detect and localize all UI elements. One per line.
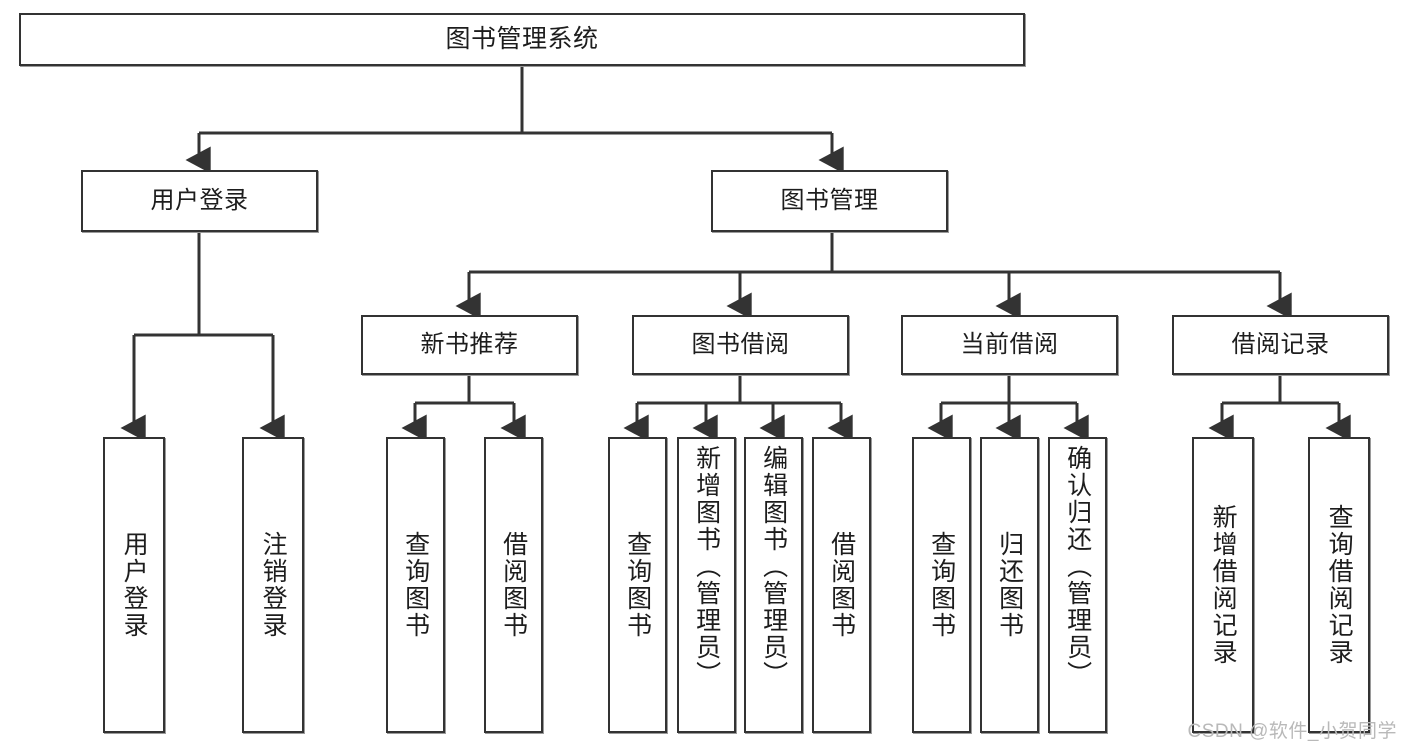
node-leaf-user-login-signin[interactable]: 用户登录 [103,437,165,733]
node-borrow-record[interactable]: 借阅记录 [1172,315,1389,375]
node-current-borrow-label: 当前借阅 [960,331,1059,359]
node-leaf-new-book-borrow[interactable]: 借阅图书 [484,437,543,733]
node-leaf-book-borrow-edit-label: 编辑图书（管理员） [759,445,788,688]
node-book-management[interactable]: 图书管理 [711,170,948,232]
node-leaf-book-borrow-add[interactable]: 新增图书（管理员） [677,437,736,733]
node-leaf-user-login-signout-label: 注销登录 [259,531,288,639]
node-leaf-user-login-signout[interactable]: 注销登录 [242,437,304,733]
node-leaf-book-borrow-add-label: 新增图书（管理员） [692,445,721,688]
node-leaf-current-borrow-query[interactable]: 查询图书 [912,437,971,733]
node-root-system[interactable]: 图书管理系统 [19,13,1025,66]
node-leaf-book-borrow-lend-label: 借阅图书 [827,531,856,639]
node-current-borrow[interactable]: 当前借阅 [901,315,1118,375]
node-leaf-book-borrow-lend[interactable]: 借阅图书 [812,437,871,733]
node-book-borrow[interactable]: 图书借阅 [632,315,849,375]
node-user-login[interactable]: 用户登录 [81,170,318,232]
node-leaf-current-borrow-return-label: 归还图书 [995,531,1024,639]
node-leaf-book-borrow-query-label: 查询图书 [623,531,652,639]
node-new-book-recommend[interactable]: 新书推荐 [361,315,578,375]
node-leaf-current-borrow-return[interactable]: 归还图书 [980,437,1039,733]
node-user-login-label: 用户登录 [150,187,249,215]
node-leaf-book-borrow-query[interactable]: 查询图书 [608,437,667,733]
node-root-system-label: 图书管理系统 [445,25,599,54]
node-leaf-user-login-signin-label: 用户登录 [120,531,149,639]
node-leaf-book-borrow-edit[interactable]: 编辑图书（管理员） [744,437,803,733]
node-leaf-borrow-record-add[interactable]: 新增借阅记录 [1192,437,1254,733]
node-leaf-borrow-record-query[interactable]: 查询借阅记录 [1308,437,1370,733]
node-leaf-new-book-query-label: 查询图书 [401,531,430,639]
node-leaf-new-book-query[interactable]: 查询图书 [386,437,445,733]
node-book-borrow-label: 图书借阅 [691,331,790,359]
node-book-management-label: 图书管理 [780,187,879,215]
node-leaf-current-borrow-query-label: 查询图书 [927,531,956,639]
node-borrow-record-label: 借阅记录 [1231,331,1330,359]
node-leaf-current-borrow-confirm[interactable]: 确认归还（管理员） [1048,437,1107,733]
node-leaf-borrow-record-query-label: 查询借阅记录 [1325,504,1354,666]
node-leaf-borrow-record-add-label: 新增借阅记录 [1209,504,1238,666]
node-leaf-new-book-borrow-label: 借阅图书 [499,531,528,639]
watermark-text: CSDN @软件_小贺同学 [1187,721,1397,742]
node-new-book-recommend-label: 新书推荐 [420,331,519,359]
node-leaf-current-borrow-confirm-label: 确认归还（管理员） [1063,445,1092,688]
